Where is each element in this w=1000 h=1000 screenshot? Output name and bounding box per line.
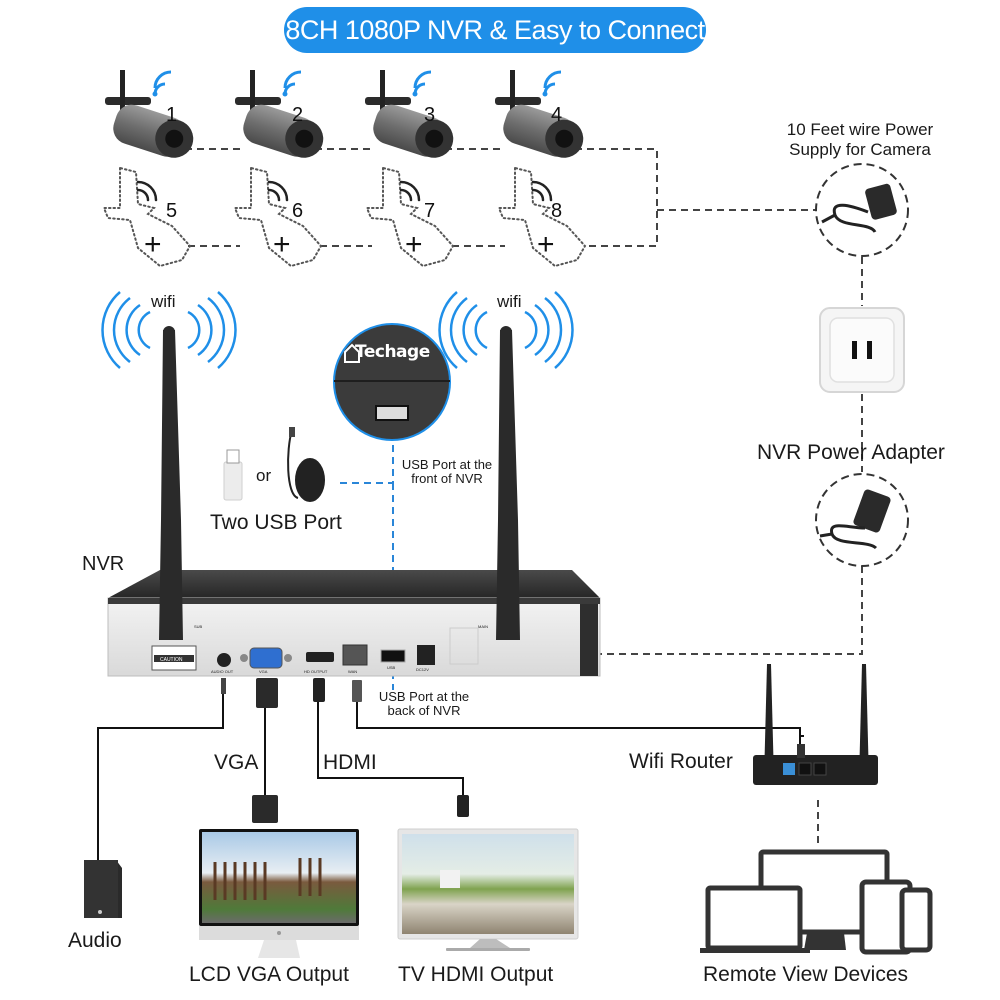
usb-port-label: USB [387,665,396,670]
add-camera-6-icon [233,166,323,268]
usb-back-label-line1: USB Port at the [378,689,470,704]
dc-port-label: DC12V [416,667,429,672]
wifi-left-label: wifi [151,292,176,311]
usb-front-label-line1: USB Port at the [401,457,493,472]
usb-front-label: USB Port at the front of NVR [394,458,500,486]
camera-2-number: 2 [292,104,304,126]
add-camera-7-icon [365,166,455,268]
camera-1-number: 1 [166,104,178,126]
camera-1-icon [105,70,194,158]
camera-2-icon [235,70,324,158]
nvr-antenna-left-icon [159,326,183,640]
wifi-router-icon [753,664,878,785]
nvr-power-adapter-icon [815,473,909,567]
hdmi-port-icon [306,652,334,662]
hdmi-cable-label: HDMI [323,751,377,774]
wifi-signal-left-icon [101,291,237,369]
lcd-vga-output-label: LCD VGA Output [189,963,349,986]
usb-flash-drive-icon [223,449,243,501]
camera-3-icon [365,70,454,158]
nvr-antenna-right-icon [496,326,520,640]
brand-logo: Techage [355,342,430,362]
tv-hdmi-output-label: TV HDMI Output [398,963,554,986]
usb-back-label: USB Port at the back of NVR [372,690,476,718]
camera-3-number: 3 [424,104,436,126]
wifi-right-label: wifi [497,292,522,311]
usb-or-label: or [256,466,272,485]
nvr-device [101,291,601,708]
title-banner: 8CH 1080P NVR & Easy to Connect [284,7,706,53]
expansion-slot-group [102,166,587,268]
nvr-power-adapter-label: NVR Power Adapter [757,441,945,464]
antenna-sub-label: SUB [194,624,203,629]
vga-port-icon [240,647,292,669]
slot-8-number: 8 [551,200,563,222]
camera-power-label: 10 Feet wire Power Supply for Camera [760,120,960,160]
usb-mouse-icon [287,427,325,502]
camera-power-label-line1: 10 Feet wire Power [786,120,934,139]
audio-out-port-icon [217,653,231,667]
two-usb-port-label: Two USB Port [210,511,342,534]
camera-4-number: 4 [551,104,563,126]
nvr-label: NVR [82,553,125,575]
wifi-signal-right-icon [438,291,574,369]
speaker-icon [84,860,122,918]
wan-port-icon [342,644,368,666]
add-camera-6-plus[interactable]: + [273,228,291,261]
caution-label: CAUTION [160,657,183,663]
usb-back-label-line2: back of NVR [387,703,461,718]
antenna-main-label: MAIN [478,624,488,629]
camera-power-supply-icon [815,163,909,257]
usb-front-label-line2: front of NVR [411,471,483,486]
add-camera-5-plus[interactable]: + [144,228,162,261]
hd-output-label: HD OUTPUT [304,669,328,674]
slot-5-number: 5 [166,200,178,222]
audio-label: Audio [68,929,122,952]
camera-group [105,70,584,158]
remote-view-devices-label: Remote View Devices [703,963,909,986]
camera-4-icon [495,70,584,158]
usb-back-port-icon [380,649,406,663]
wan-port-label: WAN [348,669,358,674]
vga-cable-label: VGA [214,751,259,774]
remote-devices-icon [700,849,933,955]
hdmi-plug-icon [457,795,469,817]
vga-port-label: VGA [259,669,268,674]
add-camera-8-plus[interactable]: + [537,228,555,261]
camera-power-label-line2: Supply for Camera [789,140,931,159]
add-camera-7-plus[interactable]: + [405,228,423,261]
lcd-monitor-icon [199,829,359,958]
slot-6-number: 6 [292,200,304,222]
usb-front-closeup [333,323,451,441]
add-camera-8-icon [497,166,587,268]
audio-out-label: AUDIO OUT [211,669,234,674]
tv-icon [397,828,579,951]
slot-7-number: 7 [424,200,436,222]
dc-power-port-icon [417,645,435,665]
add-camera-5-icon [102,166,192,268]
techage-logo-icon [344,343,360,363]
wifi-router-label: Wifi Router [629,750,733,773]
vga-plug-icon [252,795,278,823]
wall-outlet-icon [819,307,905,393]
